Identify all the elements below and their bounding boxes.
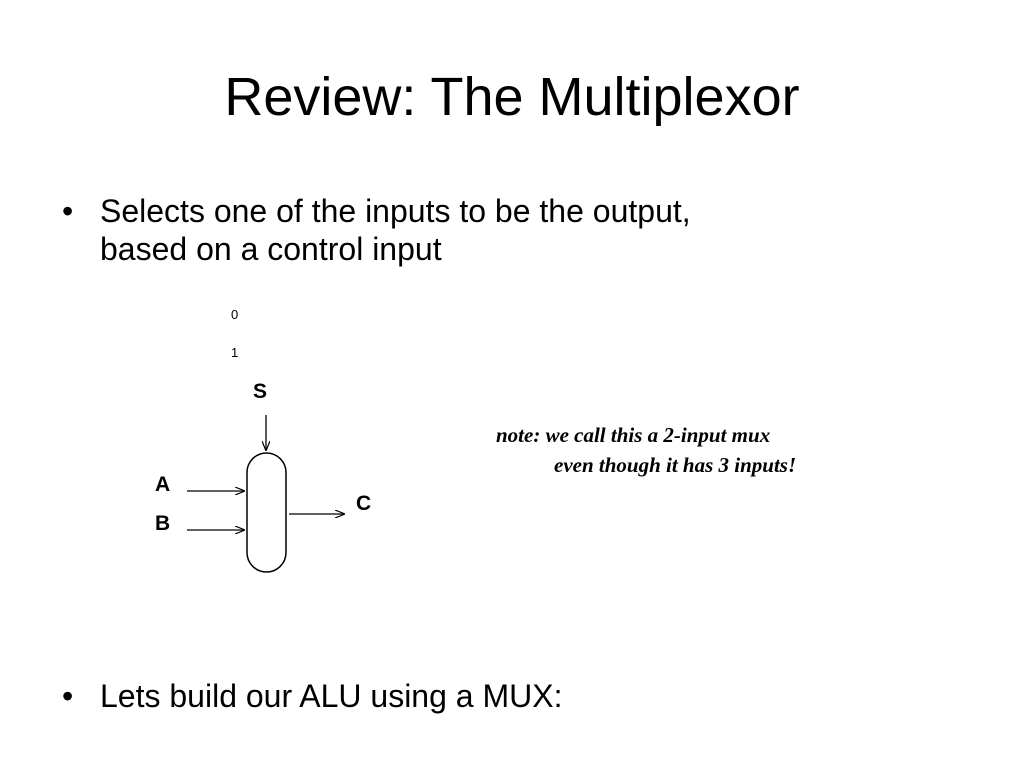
- select-label: S: [253, 380, 267, 403]
- bullet-text-line-2: based on a control input: [100, 231, 442, 267]
- input-a-label: A: [155, 473, 170, 496]
- bullet-dot: •: [62, 193, 74, 229]
- input-0-label: 0: [231, 307, 238, 322]
- bullet-text: Selects one of the inputs to be the outp…: [100, 192, 691, 268]
- input-1-label: 1: [231, 345, 238, 360]
- bullet-text: Lets build our ALU using a MUX:: [100, 678, 563, 714]
- note-line-2: even though it has 3 inputs!: [554, 453, 797, 477]
- mux-body: [246, 452, 287, 573]
- output-label: C: [356, 492, 371, 515]
- slide-title: Review: The Multiplexor: [224, 67, 800, 127]
- input-b-label: B: [155, 512, 170, 535]
- bullet-dot: •: [62, 678, 74, 714]
- note-line-1: note: we call this a 2-input mux: [496, 423, 771, 447]
- bullet-text-line-1: Selects one of the inputs to be the outp…: [100, 193, 691, 229]
- mux-note: note: we call this a 2-input mux even th…: [496, 420, 796, 480]
